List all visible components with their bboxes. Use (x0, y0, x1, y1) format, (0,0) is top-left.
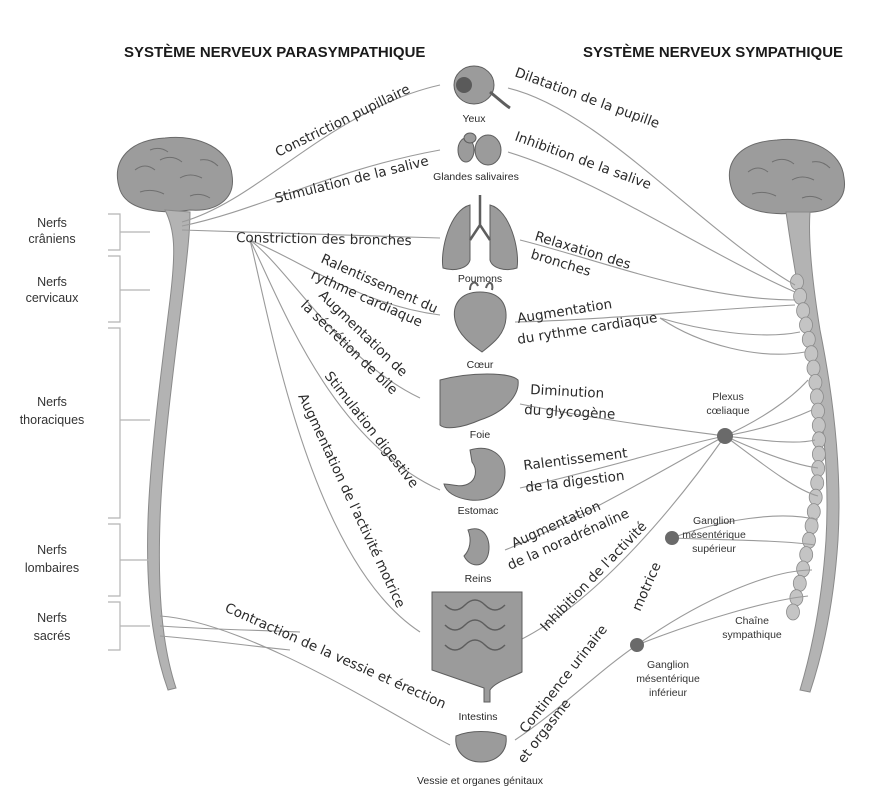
chain-ganglion (804, 517, 819, 535)
organ-label-bladder: Vessie et organes génitaux (417, 775, 544, 787)
chain-ganglion (793, 287, 807, 305)
organ-liver (439, 373, 519, 429)
para-bladder-label: Contraction de la vessie et érection (222, 600, 448, 712)
sup-ganglion-label-3: supérieur (692, 543, 736, 555)
organ-label-kidneys: Reins (465, 573, 492, 585)
nerve-label-5a: Nerfs (37, 611, 67, 625)
organ-salivary-glands (457, 132, 502, 166)
nerve-label-1a: Nerfs (37, 216, 67, 230)
left-spinal-cord (147, 209, 191, 691)
nerve-label-4b: lombaires (25, 561, 79, 575)
chain-ganglion (804, 345, 819, 363)
chain-ganglion (792, 574, 807, 592)
organ-heart (453, 281, 507, 353)
organ-lungs (441, 195, 519, 271)
nerve-label-2a: Nerfs (37, 275, 67, 289)
organ-label-salivary: Glandes salivaires (433, 171, 519, 183)
right-brain (728, 138, 845, 215)
nerve-label-1b: crâniens (28, 232, 75, 246)
celiac-plexus-dot (717, 428, 733, 444)
chain-ganglion (810, 474, 825, 492)
superior-ganglion-dot (665, 531, 679, 545)
inf-ganglion-label-1: Ganglion (647, 659, 689, 671)
chain-ganglion (811, 417, 826, 434)
para-bronchi-label: Constriction des bronches (236, 230, 412, 249)
symp-pupil-label: Dilatation de la pupille (513, 65, 662, 132)
para-pupil-label: Constriction pupillaire (273, 81, 413, 160)
organ-stomach (443, 448, 506, 501)
nerve-label-5b: sacrés (34, 629, 71, 643)
chain-ganglion (811, 460, 826, 477)
organ-label-stomach: Estomac (458, 505, 499, 517)
chain-ganglion (799, 316, 813, 334)
sympathetic-chain (786, 273, 826, 621)
organ-label-heart: Cœur (467, 359, 494, 371)
organ-label-lungs: Poumons (458, 273, 502, 285)
chain-ganglion (808, 373, 823, 391)
organ-eyes (453, 65, 511, 110)
parasympathetic-nerves (159, 84, 451, 746)
organ-label-eyes: Yeux (463, 113, 487, 125)
symp-glyco-label-2: du glycogène (524, 402, 616, 423)
sup-ganglion-label-1: Ganglion (693, 515, 735, 527)
organ-intestines (431, 591, 523, 703)
chain-ganglion (812, 445, 826, 463)
left-brain (116, 136, 233, 213)
nerve-label-2b: cervicaux (26, 291, 80, 305)
chain-ganglion (799, 546, 814, 563)
chain-ganglion (790, 273, 804, 291)
organ-label-liver: Foie (470, 429, 491, 441)
symp-motor-label-2: motrice (629, 560, 665, 614)
chain-label-1: Chaîne (735, 615, 769, 627)
header-parasympathetic: SYSTÈME NERVEUX PARASYMPATHIQUE (124, 44, 425, 61)
chain-ganglion (806, 503, 821, 521)
celiac-label-1: Plexus (712, 391, 744, 403)
chain-ganglion (786, 603, 800, 621)
nerve-label-4a: Nerfs (37, 543, 67, 557)
chain-ganglion (802, 531, 816, 549)
organ-bladder (455, 731, 507, 763)
chain-ganglion (811, 402, 825, 420)
chain-ganglion (796, 302, 810, 320)
chain-ganglion (808, 488, 823, 506)
chain-ganglion (810, 388, 824, 406)
symp-digest-label-2: de la digestion (525, 468, 626, 496)
sup-ganglion-label-2: mésentérique (682, 529, 746, 541)
nerve-section-labels: Nerfs crâniens Nerfs cervicaux Nerfs tho… (20, 216, 85, 643)
nerve-label-3a: Nerfs (37, 395, 67, 409)
sympathetic-nerves (504, 87, 819, 741)
celiac-label-2: cœliaque (706, 405, 749, 417)
chain-ganglion (801, 330, 816, 348)
chain-ganglion (796, 560, 810, 578)
inf-ganglion-label-2: mésentérique (636, 673, 700, 685)
para-motor-label: Augmentation de l'activité motrice (294, 391, 408, 611)
para-saliva-label: Stimulation de la salive (273, 153, 430, 207)
organ-label-intestines: Intestins (458, 711, 497, 723)
chain-ganglion (806, 359, 821, 377)
nerve-braces (108, 213, 150, 651)
organ-kidneys (463, 528, 490, 566)
chain-label-2: sympathique (722, 629, 782, 641)
nerve-label-3b: thoraciques (20, 413, 85, 427)
inferior-ganglion-dot (630, 638, 644, 652)
header-sympathetic: SYSTÈME NERVEUX SYMPATHIQUE (583, 44, 843, 61)
inf-ganglion-label-3: inférieur (649, 687, 687, 699)
symp-glyco-label-1: Diminution (530, 382, 605, 402)
